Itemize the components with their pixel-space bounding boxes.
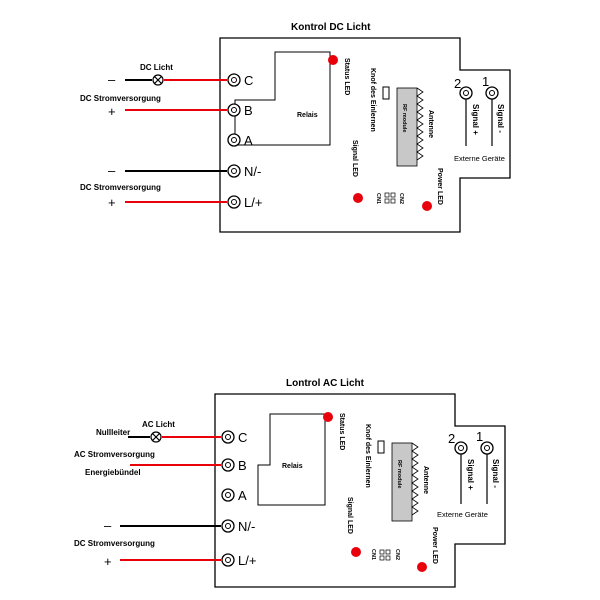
supply-bottom-plus-sign: + [108,195,116,210]
supply-bottom-label: DC Stromversorgung [80,183,161,192]
terminal-l: L/+ [227,195,262,210]
relay-label: Relais [297,112,318,119]
pin-1-label: 1 [476,429,483,444]
lamp-label: DC Licht [140,63,173,72]
status-led [328,55,338,65]
antenna-label: Antenne [422,466,429,494]
jumper-pin [390,192,396,198]
diagram-title: Kontrol DC Licht [291,22,371,33]
pin-1-label: 1 [482,74,489,89]
terminal-b-label: B [244,103,253,118]
relay-label: Relais [282,463,303,470]
rf-module-label: RF module [401,104,407,132]
status-led-label: Status LED [343,58,350,95]
terminal-b-label: B [238,458,247,473]
status-led-label: Status LED [338,413,345,450]
rf-module [391,442,413,522]
terminal-a: A [221,488,247,503]
terminal-c: C [227,73,253,88]
supply-top-label: DC Stromversorgung [80,94,161,103]
energy-label: Energiebündel [85,468,141,477]
terminal-n-label: N/- [244,164,261,179]
supply-bottom-label: DC Stromversorgung [74,539,155,548]
supply-plus-sign: + [104,554,112,569]
supply-top-plus-sign: + [108,104,116,119]
antenna-coil [416,87,424,161]
terminal-l-label: L/+ [244,195,262,210]
signal-led-label: Signal LED [351,140,358,177]
jumper-pin [384,198,390,204]
signal-led [351,547,361,557]
lamp-label: AC Licht [142,420,175,429]
learn-button-label: Knof des Einlernen [369,68,376,132]
signal-minus-label: Signal - [491,459,500,488]
cn2-label: CN2 [394,549,400,560]
power-led-label: Power LED [431,527,438,564]
cn2-label: CN2 [398,193,404,204]
power-led-label: Power LED [436,168,443,205]
power-led [417,562,427,572]
external-devices-label: Externe Geräte [437,510,488,519]
ac-supply-label: AC Stromversorgung [74,450,155,459]
supply-bottom-minus-sign: – [108,163,116,178]
signal-plus-label: Signal + [466,459,475,490]
neutral-label: Nullleiter [96,428,130,437]
signal-led [353,193,363,203]
supply-minus-sign: – [104,518,112,533]
terminal-l: L/+ [221,553,256,568]
jumper-pin [384,192,390,198]
lamp-minus-sign: – [108,72,116,87]
dc-wiring-diagram: Kontrol DC Licht Relais Status LED Knof … [80,22,511,233]
terminal-a: A [227,133,253,148]
power-led [422,201,432,211]
terminal-c-label: C [238,430,247,445]
jumper-pin [385,549,391,555]
status-led [323,412,333,422]
terminal-a-label: A [244,133,253,148]
terminal-c-label: C [244,73,253,88]
learn-button [382,86,390,100]
cn1-label: CN1 [370,549,376,560]
signal-minus-label: Signal - [496,104,505,133]
terminal-l-label: L/+ [238,553,256,568]
terminal-n: N/- [227,164,261,179]
jumper-pin [379,549,385,555]
terminal-n-label: N/- [238,519,255,534]
terminal-n: N/- [221,519,255,534]
rf-module-label: RF module [396,460,402,488]
signal-plus-label: Signal + [471,104,480,135]
lamp-icon [150,431,162,443]
external-devices-label: Externe Geräte [454,154,505,163]
terminal-b: B [227,103,253,118]
rf-module [396,87,418,167]
jumper-pin [390,198,396,204]
diagram-title: Lontrol AC Licht [286,378,365,389]
learn-button-label: Knof des Einlernen [364,424,371,488]
antenna-label: Antenne [427,110,434,138]
pin-2-label: 2 [454,76,461,91]
cn1-label: CN1 [375,193,381,204]
antenna-coil [411,442,419,516]
lamp-icon [152,74,164,86]
terminal-c: C [221,430,247,445]
learn-button [377,440,385,454]
jumper-pin [379,555,385,561]
pin-2-label: 2 [448,431,455,446]
signal-led-label: Signal LED [346,497,353,534]
ac-wiring-diagram: Lontrol AC Licht Relais Status LED Knof … [74,378,506,588]
jumper-pin [385,555,391,561]
terminal-a-label: A [238,488,247,503]
terminal-b: B [221,458,247,473]
